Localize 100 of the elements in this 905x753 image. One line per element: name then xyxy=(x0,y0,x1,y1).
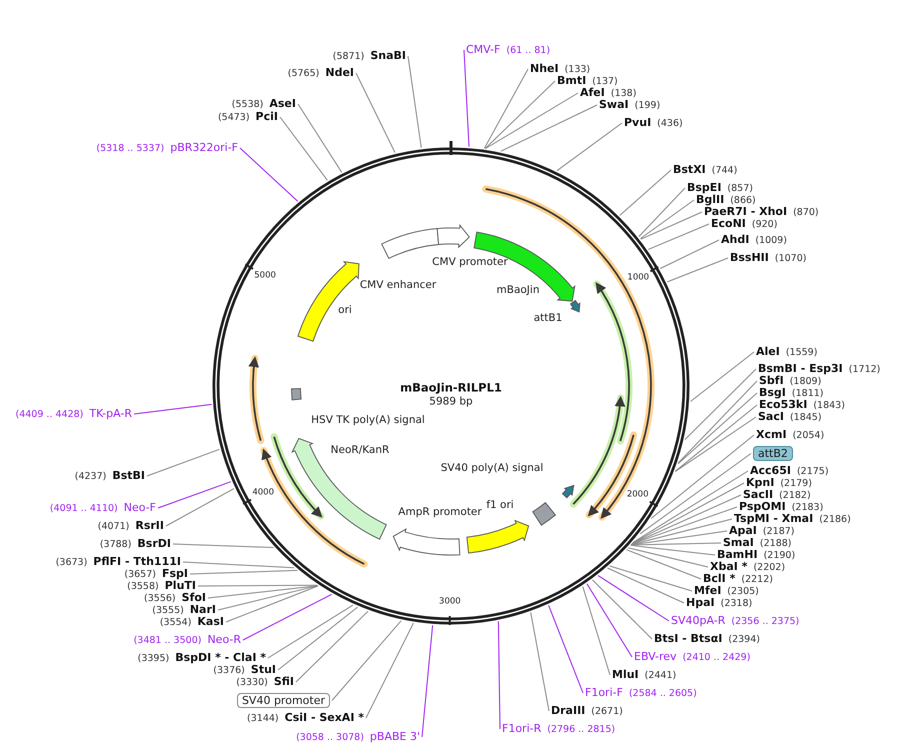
cut-position: (2318) xyxy=(720,597,752,610)
cut-position: (1843) xyxy=(813,399,845,412)
feature-label: AmpR promoter xyxy=(398,506,482,518)
leader-line xyxy=(592,579,652,640)
leader-line xyxy=(500,104,598,152)
cut-position: (1811) xyxy=(792,387,824,400)
cut-position: (2202) xyxy=(753,561,786,574)
enzyme-name: BspEI xyxy=(687,181,722,194)
cut-position: (5473) xyxy=(218,111,250,124)
cut-position: (3395) xyxy=(138,652,170,665)
enzyme-name: EcoNI xyxy=(711,217,746,230)
primer-name: Neo-R xyxy=(207,633,241,646)
enzyme-name: RsrII xyxy=(135,519,164,532)
cut-position: (5871) xyxy=(332,50,364,63)
leader-line xyxy=(609,566,692,592)
cut-position: (1712) xyxy=(848,363,880,376)
primer-range: (4409 .. 4428) xyxy=(16,408,84,421)
feature-label: CMV enhancer xyxy=(360,279,436,291)
primer-range: (2410 .. 2429) xyxy=(682,651,750,664)
leader-line xyxy=(332,620,402,701)
cut-position: (857) xyxy=(727,182,753,195)
leader-line xyxy=(626,549,702,580)
primer-name: Neo-F xyxy=(124,501,156,514)
scale-number: 2000 xyxy=(626,488,648,502)
leader-line xyxy=(485,92,578,149)
scale-number: 1000 xyxy=(627,272,650,285)
leader-line xyxy=(548,604,584,694)
cut-position: (870) xyxy=(793,206,819,219)
cut-position: (199) xyxy=(634,99,660,112)
cut-position: (2179) xyxy=(780,477,812,490)
cut-position: (3330) xyxy=(236,676,268,689)
enzyme-name: BclI * xyxy=(703,572,736,585)
primer-range: (5318 .. 5337) xyxy=(96,142,164,155)
enzyme-name: Acc65I xyxy=(750,464,791,477)
primer-name: F1ori-F xyxy=(585,686,623,699)
enzyme-name: PaeR7I - XhoI xyxy=(704,205,788,218)
enzyme-name: KasI xyxy=(197,615,224,628)
enzyme-name: MluI xyxy=(612,668,639,681)
cut-position: (436) xyxy=(657,117,683,130)
feature-arrow xyxy=(562,484,574,498)
leader-line xyxy=(678,380,758,464)
leader-line xyxy=(134,404,212,414)
cut-position: (2054) xyxy=(792,429,824,442)
scale-number: 5000 xyxy=(254,270,276,283)
enzyme-name: NarI xyxy=(190,603,216,616)
cut-position: (1009) xyxy=(755,234,787,247)
cut-position: (2182) xyxy=(779,489,811,502)
leader-line xyxy=(158,481,232,508)
leader-line xyxy=(638,188,686,238)
enzyme-name: AseI xyxy=(269,97,296,110)
enzyme-name: BamHI xyxy=(717,548,758,561)
cut-position: (2190) xyxy=(764,549,796,562)
enzyme-name: FspI xyxy=(162,567,188,580)
enzyme-name: AfeI xyxy=(580,86,605,99)
leader-line xyxy=(172,544,274,548)
cut-position: (3673) xyxy=(56,556,88,569)
cut-position: (866) xyxy=(730,194,756,207)
cut-position: (3555) xyxy=(152,604,184,617)
leader-line xyxy=(630,544,716,556)
enzyme-name: BsrDI xyxy=(137,537,171,550)
leader-line xyxy=(598,575,670,622)
primer-range: (3058 .. 3078) xyxy=(296,731,364,744)
primer-name: F1ori-R xyxy=(502,722,542,735)
leader-line xyxy=(422,624,434,738)
primer-name: TK-pA-R xyxy=(89,407,132,420)
enzyme-name: StuI xyxy=(250,663,276,676)
cut-position: (3788) xyxy=(100,538,132,551)
leader-line xyxy=(640,453,752,534)
cut-position: (2187) xyxy=(762,525,794,538)
cut-position: (2183) xyxy=(792,501,824,514)
cut-position: (4237) xyxy=(74,470,106,483)
leader-line xyxy=(408,56,422,148)
enzyme-name: SfiI xyxy=(274,675,294,688)
enzyme-name: NdeI xyxy=(325,66,354,79)
leader-line xyxy=(366,622,414,718)
cut-position: (3558) xyxy=(127,580,159,593)
leader-line xyxy=(208,585,318,598)
enzyme-name: SwaI xyxy=(599,98,629,111)
primer-range: (2584 .. 2605) xyxy=(628,687,697,700)
enzyme-name: BssHII xyxy=(730,251,769,264)
cut-position: (920) xyxy=(752,218,778,231)
enzyme-name: NheI xyxy=(530,62,559,75)
enzyme-name: BmtI xyxy=(557,74,586,87)
leader-line xyxy=(484,68,528,149)
feature-label: ori xyxy=(338,304,352,316)
leader-line xyxy=(218,585,318,610)
cut-position: (138) xyxy=(610,87,636,100)
leader-line xyxy=(674,416,756,472)
leader-line xyxy=(190,570,298,574)
primer-name: CMV-F xyxy=(466,43,500,56)
feature-label: NeoR/KanR xyxy=(330,444,390,456)
enzyme-name: PciI xyxy=(256,110,278,123)
cut-position: (2441) xyxy=(644,669,676,682)
enzyme-name: BstXI xyxy=(673,163,706,176)
cut-position: (3144) xyxy=(247,712,279,725)
leader-line xyxy=(660,240,720,269)
feature-label: f1 ori xyxy=(486,499,514,511)
enzyme-name: BspDI * - ClaI * xyxy=(175,651,266,664)
leader-line xyxy=(296,610,369,682)
cut-position: (3556) xyxy=(144,592,176,605)
